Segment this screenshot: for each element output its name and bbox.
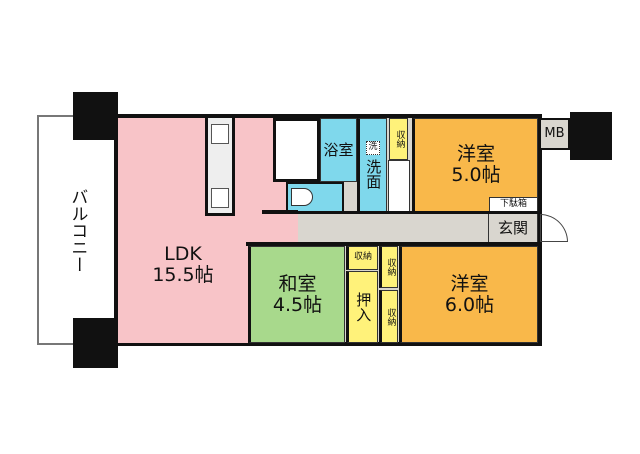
western1-size: 5.0帖 — [451, 164, 501, 186]
vanity — [388, 160, 410, 212]
shoe-box-label: 下駄箱 — [499, 199, 527, 210]
washroom: 洗 洗面 — [357, 118, 387, 212]
stove-icon — [211, 124, 229, 144]
western2-size: 6.0帖 — [444, 293, 495, 316]
mb: MB — [541, 118, 570, 150]
entrance-label: 玄関 — [497, 218, 528, 237]
balcony-label: バルコニー — [67, 187, 88, 273]
bathtub — [273, 118, 320, 182]
storage: 収納 — [379, 246, 398, 288]
storage-label: 収納 — [394, 130, 405, 148]
pillar — [73, 318, 118, 368]
western-room-1: 洋室 5.0帖 — [412, 118, 538, 212]
pillar — [570, 112, 612, 160]
western2-name: 洋室 — [450, 272, 489, 295]
western1-name: 洋室 — [456, 143, 495, 166]
japanese-size: 4.5帖 — [272, 293, 323, 316]
storage-label: 収納 — [385, 307, 396, 326]
bath-label: 浴室 — [323, 140, 354, 159]
storage: 収納 — [389, 118, 408, 160]
closet-label: 押入 — [354, 292, 373, 322]
ldk-label: LDK 15.5帖 — [118, 230, 248, 300]
japanese-name: 和室 — [278, 272, 317, 295]
wall — [262, 210, 298, 214]
ldk-name: LDK — [164, 243, 202, 266]
toilet-icon — [291, 188, 313, 206]
storage-label: 収納 — [353, 252, 372, 263]
mb-label: MB — [544, 125, 565, 141]
entrance-door[interactable] — [540, 214, 568, 242]
entrance: 玄関 — [488, 213, 538, 243]
bathroom: 浴室 — [320, 118, 357, 182]
washer-label: 洗 — [366, 141, 380, 155]
wall — [298, 211, 540, 214]
washroom-label: 洗面 — [364, 158, 383, 189]
storage-label: 収納 — [385, 258, 396, 276]
wall — [246, 242, 540, 246]
japanese-room: 和室 4.5帖 — [248, 246, 345, 343]
storage: 収納 — [379, 290, 398, 343]
ldk-size: 15.5帖 — [152, 264, 214, 286]
sink-icon — [211, 188, 229, 208]
pillar — [73, 92, 118, 140]
balcony: バルコニー — [37, 115, 117, 345]
closet: 押入 — [346, 271, 378, 343]
western-room-2: 洋室 6.0帖 — [399, 246, 538, 343]
storage: 収納 — [346, 246, 378, 270]
